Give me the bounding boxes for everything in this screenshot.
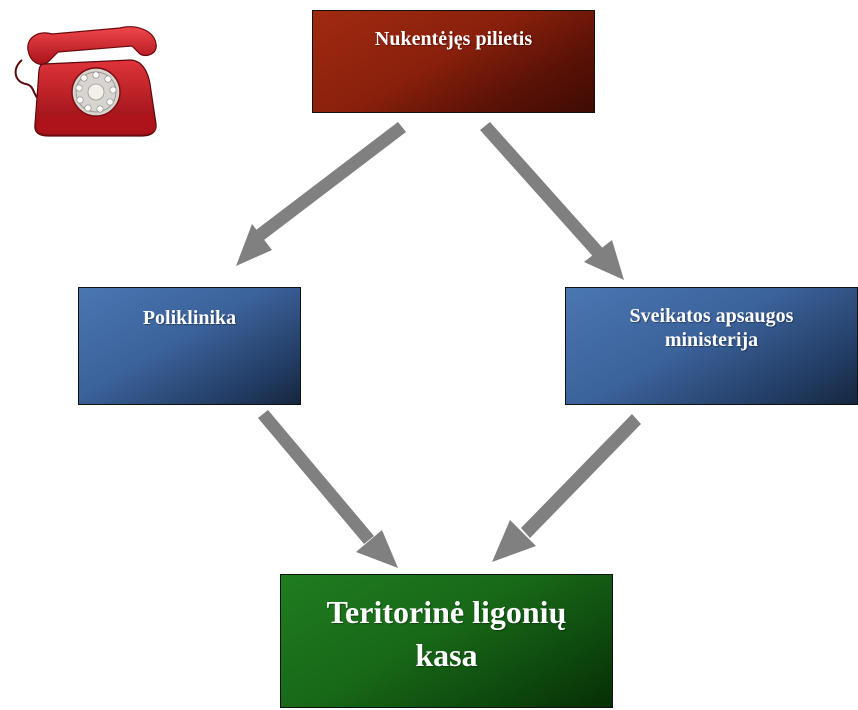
node-health-ministry: Sveikatos apsaugos ministerija <box>565 287 858 405</box>
node-health-ministry-label: Sveikatos apsaugos ministerija <box>629 305 794 351</box>
arrow-ministry-to-fund <box>492 414 641 562</box>
node-injured-citizen-label: Nukentėjęs pilietis <box>374 28 533 50</box>
telephone-icon <box>14 26 157 137</box>
node-injured-citizen: Nukentėjęs pilietis <box>312 10 595 113</box>
arrow-citizen-to-ministry <box>480 122 624 280</box>
node-territorial-health-fund-label: Teritorinė ligonių kasa <box>326 594 567 674</box>
node-polyclinic: Poliklinika <box>78 287 301 405</box>
arrow-citizen-to-clinic <box>236 122 406 266</box>
node-territorial-health-fund: Teritorinė ligonių kasa <box>280 574 613 708</box>
arrow-clinic-to-fund <box>258 410 398 568</box>
node-polyclinic-label: Poliklinika <box>142 307 237 329</box>
